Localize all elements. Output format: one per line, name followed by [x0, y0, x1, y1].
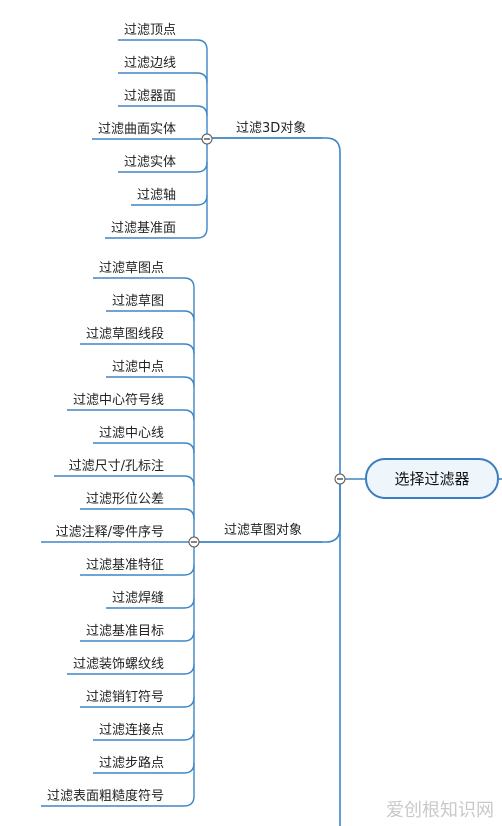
- child-node-label[interactable]: 过滤中点: [112, 360, 164, 375]
- child-node-underline: [106, 310, 195, 322]
- child-node-underline: [105, 227, 208, 239]
- child-node-label[interactable]: 过滤基准目标: [86, 624, 164, 639]
- branch-2-label[interactable]: 过滤草图对象: [224, 523, 302, 538]
- branch-2-children: 过滤草图点过滤草图过滤草图线段过滤中点过滤中心符号线过滤中心线过滤尺寸/孔标注过…: [41, 261, 195, 807]
- branch-1-label[interactable]: 过滤3D对象: [236, 121, 306, 136]
- child-node-underline: [118, 72, 208, 84]
- child-node-label[interactable]: 过滤轴: [137, 188, 176, 203]
- root-node-label[interactable]: 选择过滤器: [394, 470, 469, 488]
- child-node-underline: [54, 475, 195, 487]
- child-node-underline: [93, 277, 195, 289]
- child-node-underline: [106, 376, 195, 388]
- child-node-label[interactable]: 过滤销钉符号: [86, 689, 164, 705]
- child-node-underline: [118, 105, 208, 117]
- child-node-underline: [80, 343, 195, 355]
- child-node-label[interactable]: 过滤形位公差: [86, 492, 164, 507]
- branch-1-collapse-toggle[interactable]: [201, 133, 213, 145]
- child-node-underline: [80, 508, 195, 520]
- child-node-label[interactable]: 过滤步路点: [99, 755, 164, 771]
- child-node-label[interactable]: 过滤中心线: [99, 426, 164, 441]
- child-node-label[interactable]: 过滤焊缝: [112, 590, 164, 606]
- child-node-underline: [67, 409, 195, 421]
- child-node-label[interactable]: 过滤连接点: [99, 722, 164, 738]
- child-node-label[interactable]: 过滤草图: [112, 294, 164, 309]
- child-node-label[interactable]: 过滤曲面实体: [98, 122, 176, 137]
- child-node-underline: [118, 39, 208, 51]
- child-node-label[interactable]: 过滤基准面: [111, 221, 176, 236]
- child-node-underline: [93, 442, 195, 454]
- watermark: 爱创根知识网: [386, 800, 494, 821]
- child-node-label[interactable]: 过滤器面: [124, 89, 176, 104]
- child-node-label[interactable]: 过滤顶点: [124, 23, 176, 38]
- child-node-label[interactable]: 过滤草图点: [99, 261, 164, 276]
- child-node-label[interactable]: 过滤表面粗糙度符号: [47, 788, 164, 804]
- child-node-underline: [41, 795, 195, 807]
- child-node-label[interactable]: 过滤尺寸/孔标注: [69, 459, 164, 474]
- child-node-label[interactable]: 过滤注释/零件序号: [56, 525, 164, 540]
- child-node-label[interactable]: 过滤草图线段: [86, 327, 164, 342]
- child-node-label[interactable]: 过滤装饰螺纹线: [73, 657, 164, 672]
- child-node-label[interactable]: 过滤中心符号线: [73, 392, 164, 408]
- branch-2-collapse-toggle[interactable]: [188, 536, 200, 548]
- child-node-label[interactable]: 过滤基准特征: [86, 558, 164, 573]
- trunk-upper: [207, 137, 341, 479]
- root-collapse-toggle[interactable]: [334, 473, 346, 485]
- child-node-label[interactable]: 过滤边线: [124, 56, 176, 71]
- root-node-box[interactable]: [365, 458, 499, 499]
- trunk-to-branch-2: [194, 479, 341, 543]
- child-node-label[interactable]: 过滤实体: [124, 155, 176, 170]
